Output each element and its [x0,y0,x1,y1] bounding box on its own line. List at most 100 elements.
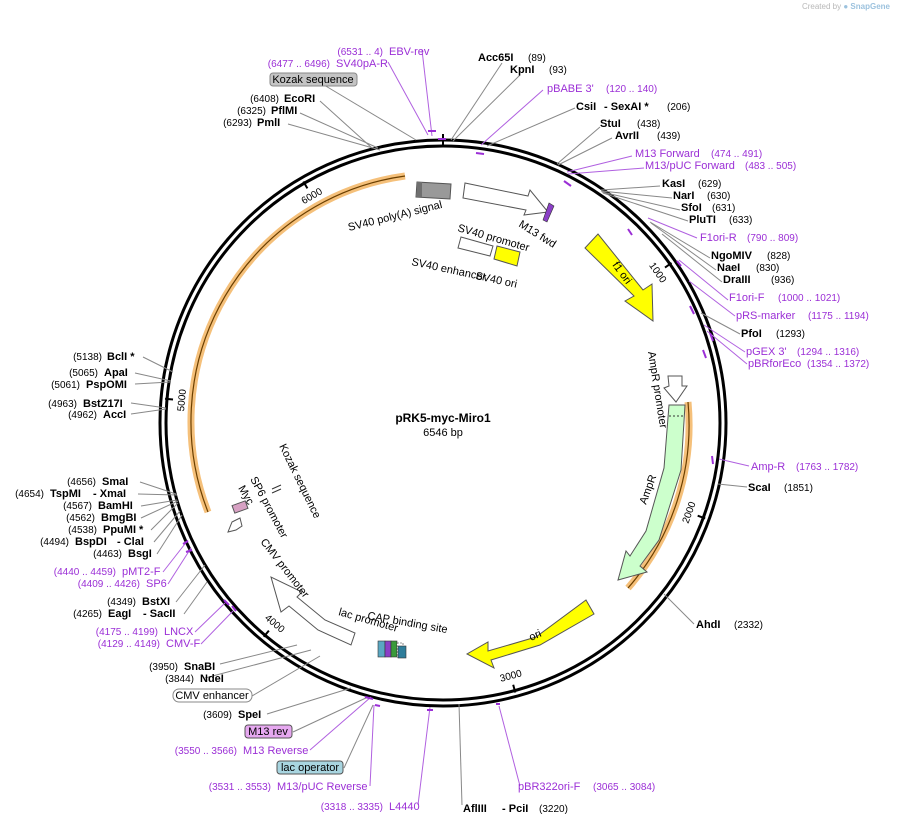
site-pspomi: PspOMI [86,379,127,391]
m13-rev-box [244,724,293,739]
primer-f1ori-r: F1ori-R [700,232,737,244]
site-draiii-pos: (936) [771,275,794,286]
cmv-enhancer-box [172,688,253,703]
site-bstz17i-pos: (4963) [48,399,77,410]
site-sfoi-pos: (631) [712,203,735,214]
site-snabi: SnaBI [184,661,215,673]
primer-m13puc-reverse: M13/pUC Reverse [277,781,367,793]
primer-sp6-range: (4409 .. 4426) [78,579,140,590]
site-eagi-pos: (4265) [73,609,102,620]
primer-m13puc-forward: M13/pUC Forward [645,160,735,172]
lac-operator-box-label: lac operator [281,762,339,774]
site-sacii: - SacII [143,608,175,620]
site-stui-pos: (438) [637,119,660,130]
site-bcli-pos: (5138) [73,352,102,363]
site-bsgi: BsgI [128,548,152,560]
feature-f1-ori[interactable] [584,233,654,322]
primer-pbrforeco: pBRforEco [748,358,801,370]
site-ndei-pos: (3844) [165,674,194,685]
site-pflmi: PflMI [271,105,297,117]
site-kpni-pos: (93) [549,65,567,76]
primer-l4440: L4440 [389,801,420,813]
feature-sv40-ori[interactable] [493,245,521,267]
kozak-box-label: Kozak sequence [272,74,353,86]
tick-mark-5000 [164,397,174,401]
feature-ampr[interactable] [617,404,686,581]
site-spei: SpeI [238,709,261,721]
site-scai-pos: (1851) [784,483,813,494]
primer-lncx: LNCX [164,626,194,638]
feature-kozak [271,484,282,490]
site-kasi-pos: (629) [698,179,721,190]
primer-m13puc-reverse-range: (3531 .. 3553) [209,782,271,793]
site-ahdi-pos: (2332) [734,620,763,631]
site-scai: ScaI [748,482,771,494]
primer-ebv-rev-range: (6531 .. 4) [337,47,383,58]
primer-pgex3-range: (1294 .. 1316) [797,347,859,358]
site-pflmi-pos: (6325) [237,106,266,117]
site-pluti: PluTI [689,214,716,226]
site-clai: - ClaI [117,536,144,548]
feature-ori[interactable] [465,599,595,670]
site-afliii-pos: (3220) [539,804,568,815]
primer-m13-forward-range: (474 .. 491) [711,149,762,160]
site-bstxi-pos: (4349) [107,597,136,608]
tick-mark-1000 [664,262,673,269]
site-acci-pos: (4962) [68,410,97,421]
primer-pgex3: pGEX 3' [746,346,787,358]
site-eagi: EagI [108,608,131,620]
site-pluti-pos: (633) [729,215,752,226]
tick-label-1000: 1000 [646,261,668,286]
snapgene-logo-icon: ● [843,2,849,11]
site-ecori: EcoRI [284,93,315,105]
feature-cap-binding-site[interactable] [377,640,386,658]
site-bspdi: BspDI [75,536,107,548]
site-bstxi: BstXI [142,596,170,608]
site-bsgi-pos: (4463) [93,549,122,560]
site-stui: StuI [600,118,621,130]
feature-ampr-promoter[interactable] [663,375,688,403]
label-sp6-promoter: SP6 promoter [247,475,290,541]
feature-sp6-promoter[interactable] [227,517,243,533]
site-smai: SmaI [102,476,128,488]
feature-cmv-promoter[interactable] [270,576,356,646]
site-avrii: AvrII [615,130,639,142]
feature-sv40-enhancer[interactable] [457,236,494,257]
site-ndei: NdeI [200,673,224,685]
site-bspdi-pos: (4494) [40,537,69,548]
site-naei: NaeI [717,262,740,274]
site-tspmi-pos: (4654) [15,489,44,500]
site-sfoi: SfoI [681,202,702,214]
primer-m13-reverse: M13 Reverse [243,745,308,757]
tick-mark-2000 [697,514,706,520]
site-csii: CsiI [576,101,596,113]
primer-sv40pa-r-range: (6477 .. 6496) [268,59,330,70]
primer-pbr322ori-f: pBR322ori-F [518,781,581,793]
feature-sv40-promoter[interactable] [462,182,549,216]
primer-f1ori-f: F1ori-F [729,292,765,304]
label-kozak-inner: Kozak sequence [276,442,322,520]
site-pmli: PmlI [257,117,280,129]
site-bstz17i: BstZ17I [83,398,123,410]
tick-mark-4000 [262,630,270,638]
feature-lac-promoter[interactable] [384,640,392,658]
primer-pmt2-f-range: (4440 .. 4459) [54,567,116,578]
feature-myc[interactable] [231,500,249,514]
site-smai-pos: (4656) [67,477,96,488]
site-nari-pos: (630) [707,191,730,202]
primer-prs-marker-range: (1175 .. 1194) [808,311,869,322]
credit-text: Created by [801,2,842,11]
primer-pmt2-f: pMT2-F [122,566,161,578]
primer-prs-marker: pRS-marker [736,310,796,322]
tick-label-2000: 2000 [681,500,699,525]
lac-operator-box [276,760,344,775]
site-ppumi-pos: (4538) [68,525,97,536]
site-apai-pos: (5065) [69,368,98,379]
site-bamhi-pos: (4567) [63,501,92,512]
primer-m13-reverse-range: (3550 .. 3566) [175,746,237,757]
site-kpni: KpnI [510,64,534,76]
site-bamhi: BamHI [98,500,133,512]
feature-m13-fwd[interactable] [542,202,555,223]
site-acc65i: Acc65I [478,52,513,64]
feature-sv40-polya[interactable] [415,181,452,200]
